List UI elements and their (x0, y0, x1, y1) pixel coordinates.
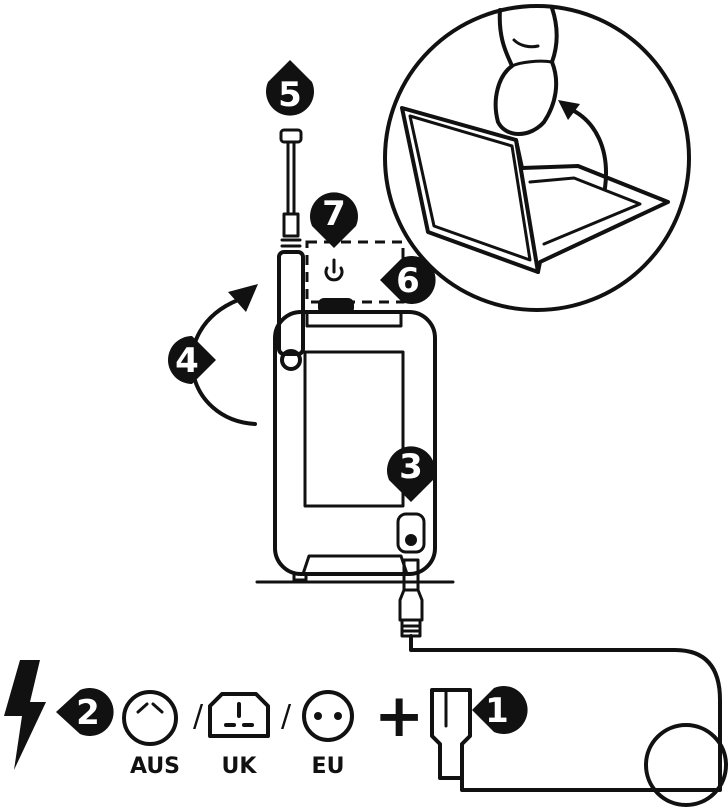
svg-text:1: 1 (485, 691, 509, 731)
svg-text:4: 4 (175, 341, 199, 381)
callout-badge-5: 5 (266, 60, 314, 116)
power-adapter-icon (430, 688, 472, 780)
antenna-icon (277, 128, 305, 371)
uk-plug-icon (208, 692, 270, 738)
separator-slash: / (281, 699, 292, 734)
callout-badge-2: 2 (56, 688, 114, 737)
svg-text:3: 3 (399, 447, 423, 487)
plug-label-aus: AUS (130, 754, 180, 779)
separator-slash: / (193, 699, 204, 734)
callout-badge-7: 7 (310, 192, 358, 248)
power-icon (324, 258, 344, 282)
callout-badge-4: 4 (168, 336, 216, 384)
callout-badge-1: 1 (472, 686, 528, 735)
plus-sign: + (374, 681, 424, 751)
svg-text:6: 6 (396, 261, 420, 301)
battery-door-inset-icon (383, 4, 691, 312)
svg-text:5: 5 (278, 75, 302, 115)
power-button-shape (318, 298, 354, 314)
bodypack-transmitter-icon (255, 298, 455, 584)
svg-text:2: 2 (76, 693, 100, 733)
lightning-bolt-icon (4, 660, 46, 770)
callout-badge-6: 6 (380, 256, 436, 304)
plug-label-uk: UK (222, 754, 258, 779)
aus-plug-icon (122, 690, 178, 746)
svg-text:7: 7 (322, 194, 346, 234)
power-cable-icon (398, 558, 728, 807)
eu-plug-icon (302, 690, 354, 742)
plug-label-eu: EU (312, 754, 345, 779)
callout-badge-3: 3 (387, 446, 435, 502)
